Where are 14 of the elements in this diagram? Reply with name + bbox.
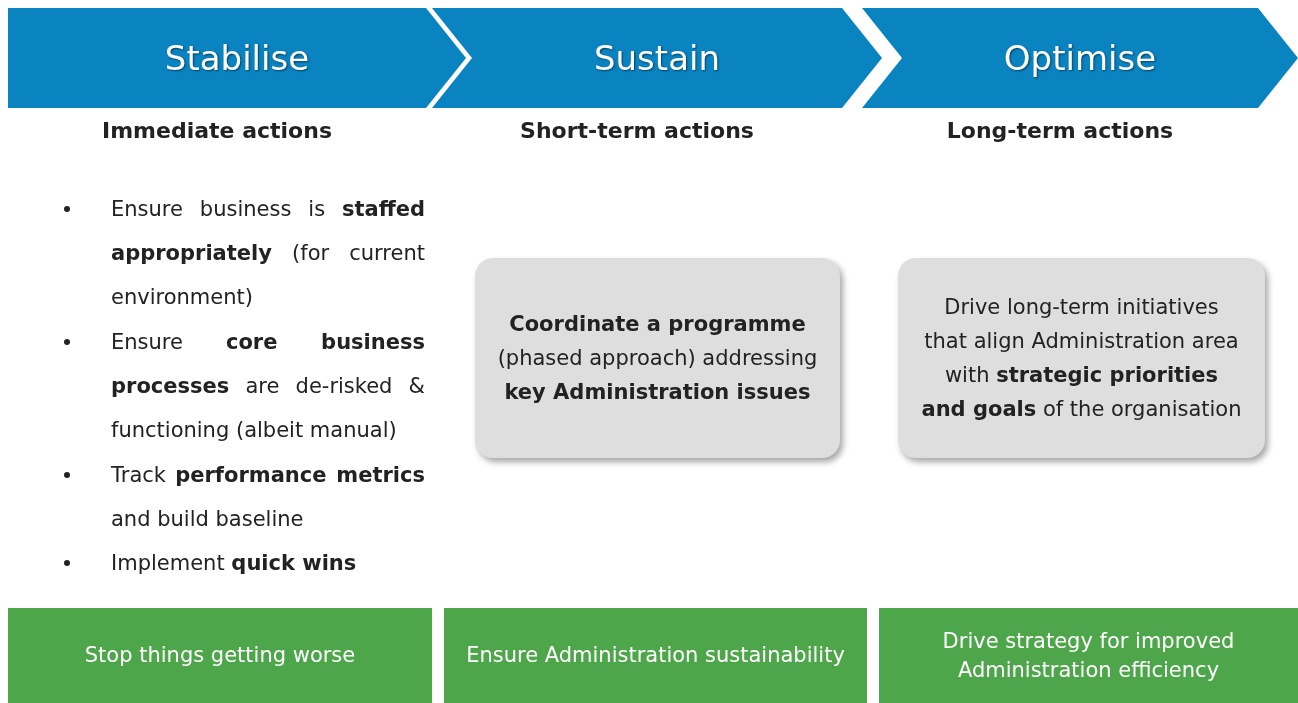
phase-title: Sustain [594,38,720,78]
bullet-text: Implement quick wins [111,550,358,577]
phase-title: Optimise [1003,38,1157,78]
goal-banner: Ensure Administration sustainability [444,608,867,703]
column-heading: Short-term actions [519,118,755,143]
column-heading: Immediate actions [101,118,333,143]
action-card: Coordinate a programme (phased approach) addressing key Administration issues [475,258,840,458]
action-card: Drive long-term initiatives that align Administration area with strategic priorities and goals of the organisation [898,258,1265,458]
goal-banner: Drive strategy for improved Administration efficiency [879,608,1298,703]
bullet-text: Ensure business is staffed appropriately (for current environment) [111,196,425,311]
phase-title: Stabilise [164,38,310,78]
bullet-text: Ensure core business processes are de-risked & functioning (albeit manual) [111,329,425,444]
column-heading: Long-term actions [945,118,1175,143]
goal-banner: Stop things getting worse [8,608,432,703]
